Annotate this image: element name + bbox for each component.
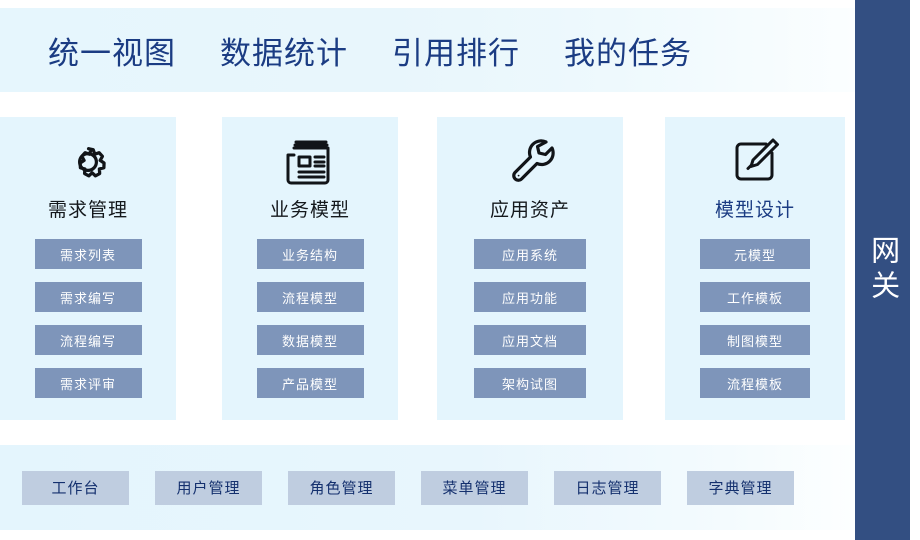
card-button-process-template[interactable]: 流程模板 — [700, 368, 810, 398]
gateway-panel[interactable]: 网关 — [855, 0, 920, 540]
module-card-application-assets[interactable]: 应用资产 应用系统 应用功能 应用文档 架构试图 — [437, 117, 623, 420]
card-buttons-application-assets: 应用系统 应用功能 应用文档 架构试图 — [474, 239, 586, 398]
nav-item-data-statistics[interactable]: 数据统计 — [220, 35, 348, 71]
card-button-requirement-review[interactable]: 需求评审 — [34, 368, 142, 398]
pencil-square-icon — [725, 131, 785, 191]
bottom-button-user-management[interactable]: 用户管理 — [155, 470, 262, 505]
card-title-business-model: 业务模型 — [269, 200, 350, 221]
card-gap — [623, 117, 665, 420]
card-button-diagram-model[interactable]: 制图模型 — [700, 325, 810, 355]
card-button-application-system[interactable]: 应用系统 — [474, 239, 586, 269]
card-gap — [398, 117, 437, 420]
bottom-button-menu-management[interactable]: 菜单管理 — [421, 470, 528, 505]
nav-item-unified-view[interactable]: 统一视图 — [48, 35, 176, 71]
module-card-requirements[interactable]: 需求管理 需求列表 需求编写 流程编写 需求评审 — [0, 117, 176, 420]
card-button-work-template[interactable]: 工作模板 — [700, 282, 810, 312]
bottom-button-workbench[interactable]: 工作台 — [22, 470, 129, 505]
card-button-architecture-view[interactable]: 架构试图 — [474, 368, 586, 398]
bottom-button-log-management[interactable]: 日志管理 — [554, 470, 661, 505]
card-button-requirement-authoring[interactable]: 需求编写 — [34, 282, 142, 312]
module-card-business-model[interactable]: 业务模型 业务结构 流程模型 数据模型 产品模型 — [222, 117, 398, 420]
bottom-management-bar: 工作台 用户管理 角色管理 菜单管理 日志管理 字典管理 — [0, 445, 855, 530]
card-title-application-assets: 应用资产 — [489, 200, 570, 221]
card-button-requirement-list[interactable]: 需求列表 — [34, 239, 142, 269]
card-buttons-model-design: 元模型 工作模板 制图模型 流程模板 — [700, 239, 810, 398]
main-content: 统一视图 数据统计 引用排行 我的任务 需求管理 需求列表 需求编写 流程编 — [0, 8, 855, 530]
card-button-business-structure[interactable]: 业务结构 — [256, 239, 364, 269]
card-title-model-design: 模型设计 — [714, 200, 795, 221]
card-button-process-authoring[interactable]: 流程编写 — [34, 325, 142, 355]
card-button-process-model[interactable]: 流程模型 — [256, 282, 364, 312]
module-cards-row: 需求管理 需求列表 需求编写 流程编写 需求评审 — [0, 117, 855, 420]
card-button-application-document[interactable]: 应用文档 — [474, 325, 586, 355]
card-button-product-model[interactable]: 产品模型 — [256, 368, 364, 398]
gear-icon — [58, 131, 118, 191]
card-button-application-function[interactable]: 应用功能 — [474, 282, 586, 312]
card-gap — [176, 117, 222, 420]
bottom-button-role-management[interactable]: 角色管理 — [288, 470, 395, 505]
card-buttons-business-model: 业务结构 流程模型 数据模型 产品模型 — [256, 239, 364, 398]
top-navigation-bar: 统一视图 数据统计 引用排行 我的任务 — [0, 8, 855, 92]
nav-item-my-tasks[interactable]: 我的任务 — [564, 35, 692, 71]
card-button-meta-model[interactable]: 元模型 — [700, 239, 810, 269]
card-button-data-model[interactable]: 数据模型 — [256, 325, 364, 355]
gateway-label: 网关 — [866, 235, 899, 305]
module-card-model-design[interactable]: 模型设计 元模型 工作模板 制图模型 流程模板 — [665, 117, 845, 420]
card-buttons-requirements: 需求列表 需求编写 流程编写 需求评审 — [34, 239, 142, 398]
card-title-requirements: 需求管理 — [47, 200, 128, 221]
wrench-icon — [500, 131, 560, 191]
nav-item-citation-ranking[interactable]: 引用排行 — [392, 35, 520, 71]
bottom-button-dictionary-management[interactable]: 字典管理 — [687, 470, 794, 505]
newspaper-icon — [280, 131, 340, 191]
